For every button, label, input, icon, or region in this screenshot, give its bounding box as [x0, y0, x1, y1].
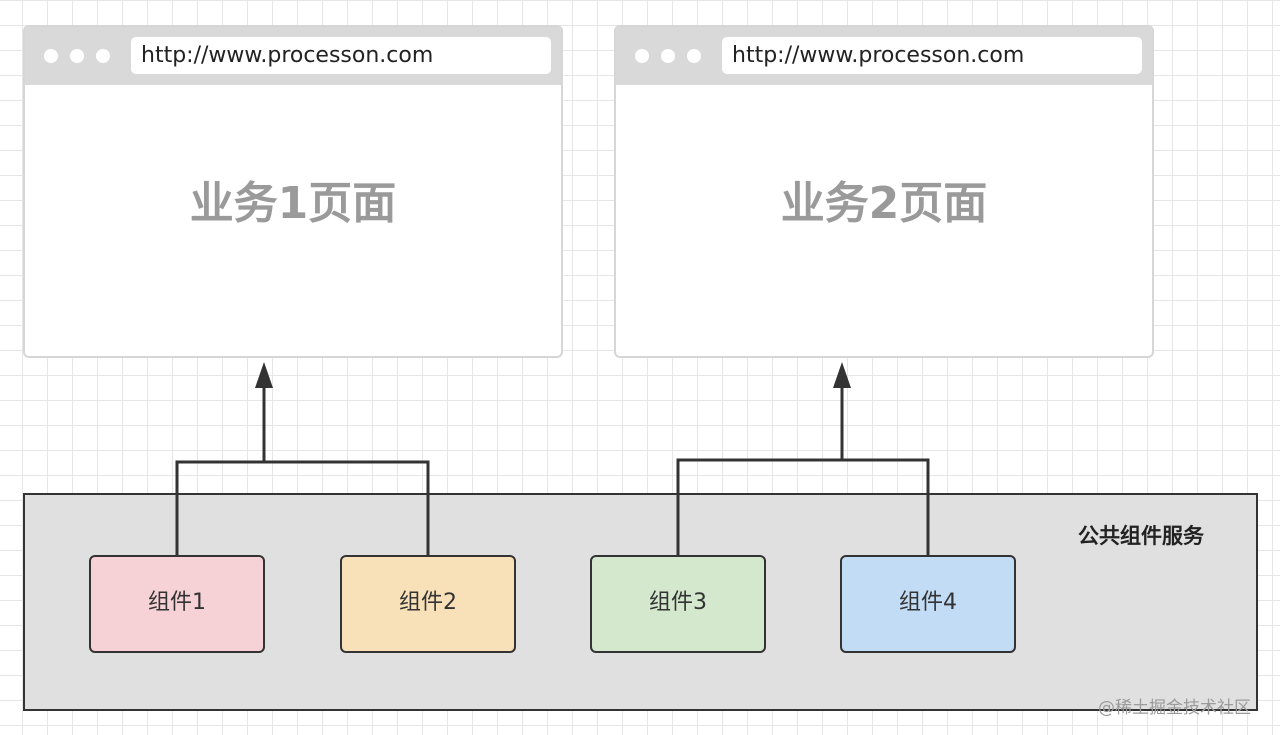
page-title: 业务1页面: [189, 178, 397, 229]
window-control-dot: [635, 49, 649, 63]
window-control-dot: [96, 49, 110, 63]
address-bar: http://www.processon.com: [131, 37, 551, 74]
component-1-box: 组件1: [89, 555, 265, 653]
component-service-label: 公共组件服务: [1078, 524, 1204, 548]
component-3-box: 组件3: [590, 555, 766, 653]
browser-titlebar: http://www.processon.com: [616, 27, 1152, 85]
browser-titlebar: http://www.processon.com: [25, 27, 561, 85]
browser-window-1: http://www.processon.com 业务1页面: [23, 25, 563, 358]
window-control-dot: [44, 49, 58, 63]
component-2-box: 组件2: [340, 555, 516, 653]
component-4-box: 组件4: [840, 555, 1016, 653]
arrow-2-head: [833, 362, 851, 388]
page-title: 业务2页面: [780, 178, 988, 229]
window-control-dot: [661, 49, 675, 63]
connector-group-2: [676, 458, 930, 555]
address-bar: http://www.processon.com: [722, 37, 1142, 74]
window-control-dot: [687, 49, 701, 63]
browser-window-2: http://www.processon.com 业务2页面: [614, 25, 1154, 358]
connector-group-1: [175, 460, 430, 555]
watermark: @稀土掘金技术社区: [1098, 698, 1251, 718]
arrow-1-head: [255, 362, 273, 388]
window-control-dot: [70, 49, 84, 63]
